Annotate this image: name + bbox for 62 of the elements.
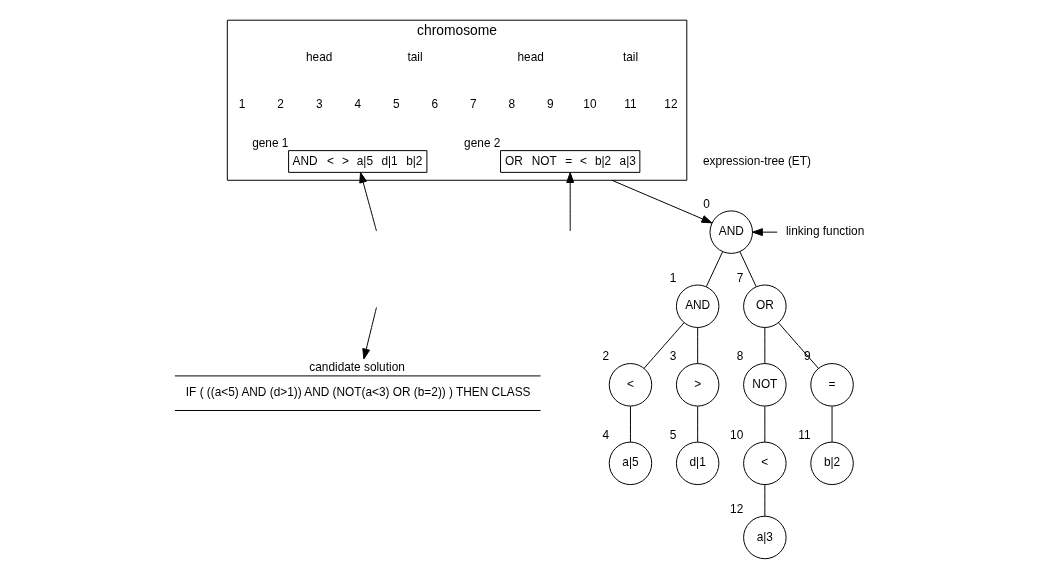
node-box: OR NOT = < b|2 a|3 — [499, 150, 640, 173]
node-circle: b|2 — [809, 441, 854, 486]
label: 2 — [276, 96, 284, 111]
label: head — [305, 50, 332, 65]
node-circle: > — [675, 363, 719, 407]
label: 6 — [431, 96, 438, 111]
connector — [763, 405, 765, 443]
node-circle: a|5 — [608, 441, 652, 486]
label: 1 — [238, 96, 245, 111]
node-box: AND < > a|5 d|1 b|2 — [287, 150, 427, 173]
label: expression-tree (ET) — [702, 153, 811, 168]
node-circle: NOT — [742, 363, 787, 407]
label: 8 — [508, 96, 515, 111]
node-text: linking function — [785, 224, 864, 239]
arrow — [610, 179, 712, 224]
connector — [763, 484, 765, 517]
node-label: 7 — [736, 270, 743, 285]
connector — [696, 327, 698, 364]
node-label: 3 — [669, 349, 676, 364]
node-circle: a|3 — [742, 515, 787, 560]
node-label: 10 — [729, 427, 743, 442]
arrow — [565, 172, 574, 232]
arrow — [361, 306, 377, 360]
connector — [777, 322, 819, 369]
arrow — [751, 228, 778, 237]
connector — [763, 327, 765, 364]
node-text: candidate solution IF ( ((a<5) AND (d>1)) AND (NOT(a<3) OR (b=2)) ) THEN CLASS — [185, 359, 530, 400]
label: 10 — [582, 96, 597, 111]
node-circle: = — [809, 363, 854, 407]
arrow — [358, 172, 377, 232]
node-label: 4 — [601, 427, 609, 442]
label: 3 — [315, 96, 323, 111]
connector — [696, 405, 698, 443]
node-circle: < — [608, 363, 652, 407]
label: 4 — [353, 96, 361, 111]
node-circle: OR — [742, 284, 787, 328]
label: 11 — [623, 96, 637, 111]
connector — [629, 405, 631, 443]
node-label: gene 2 — [463, 136, 500, 151]
node-label: gene 1 — [251, 136, 288, 151]
node-label: 8 — [736, 349, 743, 364]
node-label: 1 — [669, 270, 676, 285]
node-label: 2 — [601, 349, 609, 364]
label: 7 — [469, 96, 477, 111]
label: 9 — [546, 96, 554, 111]
node-label: 0 — [702, 196, 710, 211]
connector — [831, 405, 833, 443]
label: tail — [622, 50, 638, 65]
connector — [705, 251, 723, 288]
node-label: 11 — [797, 427, 811, 442]
node-label: 12 — [729, 501, 743, 516]
connector — [643, 322, 685, 369]
label: 5 — [392, 96, 400, 111]
node-circle: < — [742, 441, 787, 486]
node-circle: d|1 — [675, 441, 719, 486]
connector — [738, 251, 757, 288]
node-label: 5 — [669, 427, 676, 442]
label: head — [516, 50, 544, 65]
node-circle: AND — [675, 284, 719, 328]
label: tail — [406, 50, 423, 65]
node-circle: AND — [709, 210, 753, 254]
label: 12 — [663, 96, 678, 111]
